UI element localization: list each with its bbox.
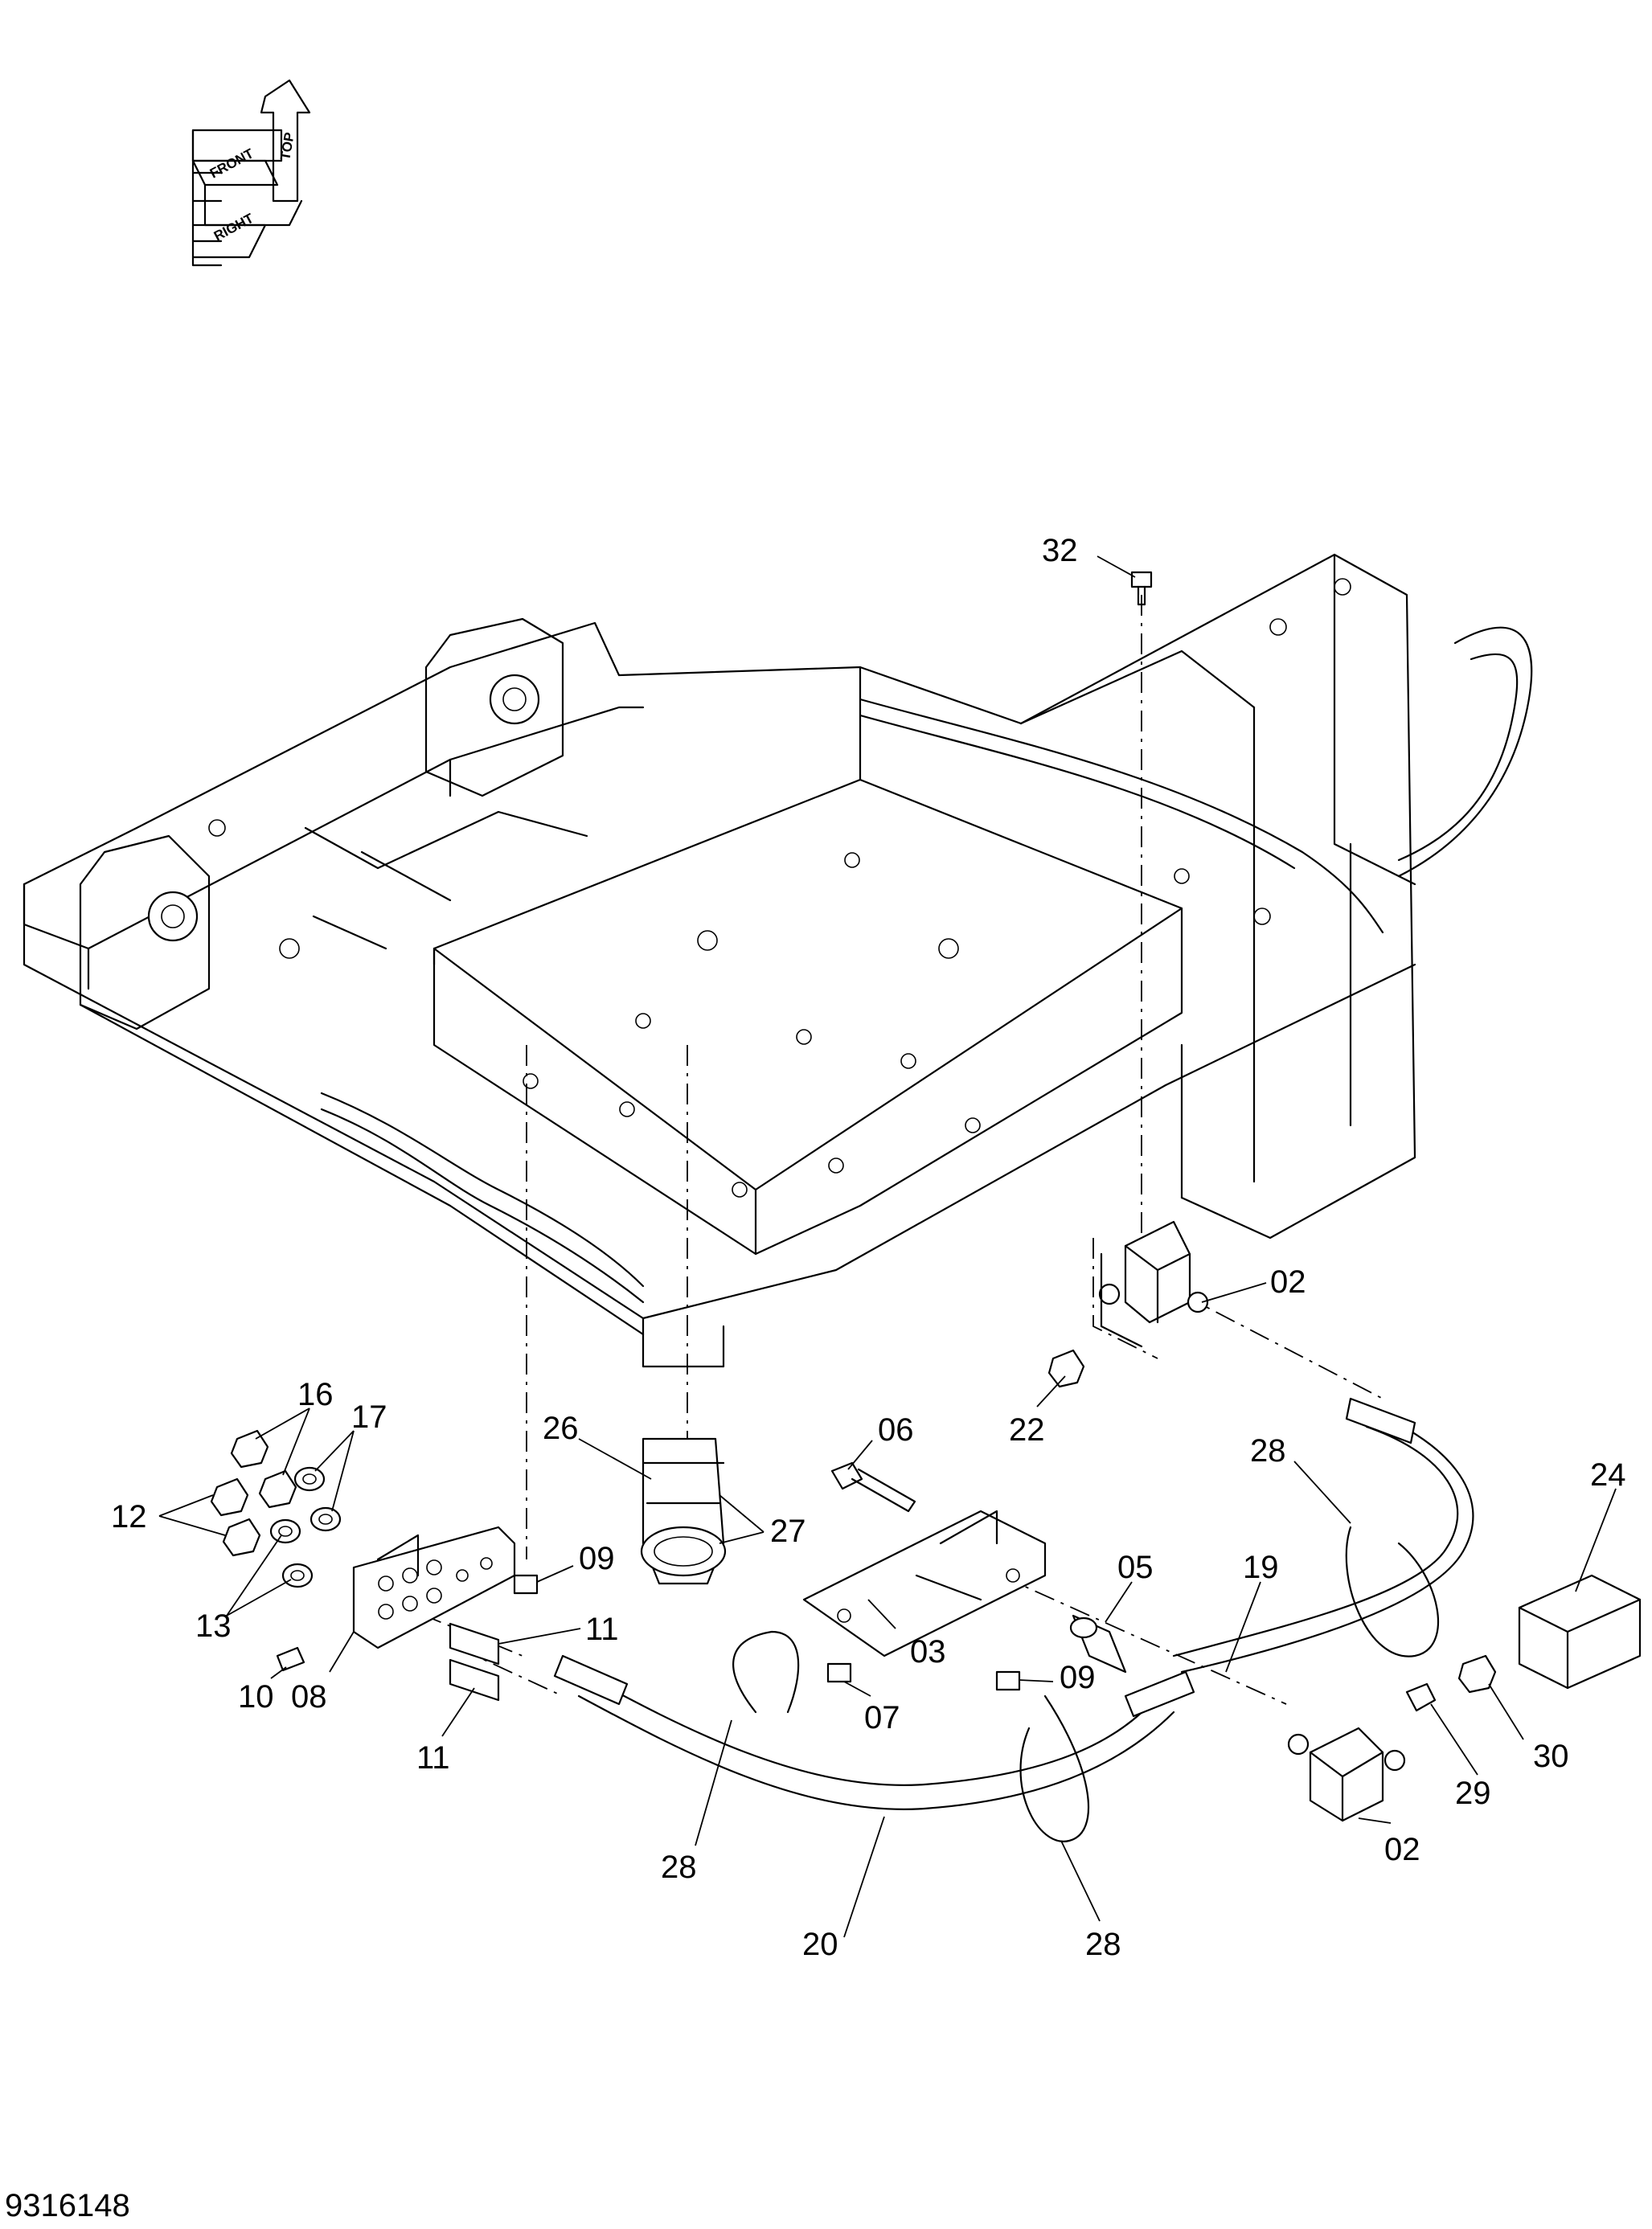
cap-30 (1457, 1654, 1497, 1694)
fittings-11 (449, 1622, 500, 1702)
assembly-lines (385, 595, 1383, 1705)
callout-09-left: 09 (579, 1541, 615, 1576)
callout-28-right: 28 (1085, 1927, 1121, 1962)
hose-20 (553, 1654, 1195, 1810)
callout-13: 13 (195, 1608, 232, 1644)
screw-10 (276, 1646, 305, 1672)
nuts-12-16 (210, 1429, 297, 1557)
valve-block-02-lower (1287, 1727, 1406, 1822)
callout-03: 03 (910, 1634, 946, 1670)
callout-32: 32 (1042, 533, 1078, 568)
fitting-29 (1405, 1682, 1437, 1712)
callout-08: 08 (291, 1679, 327, 1715)
callout-26: 26 (543, 1411, 579, 1446)
bracket-08 (352, 1526, 516, 1649)
callout-28-upper: 28 (1250, 1433, 1286, 1469)
bolt-07 (826, 1662, 852, 1683)
callout-29: 29 (1455, 1776, 1491, 1811)
hose-19 (1172, 1397, 1474, 1674)
orientation-label-right: RIGHT (211, 211, 256, 244)
drawing-number: 9316148 (5, 2188, 130, 2223)
boot-26 (640, 1437, 727, 1585)
callout-labels: 32 02 22 16 17 26 06 28 24 12 27 05 19 0… (111, 533, 1626, 1962)
callout-09-right: 09 (1060, 1660, 1096, 1695)
callout-22: 22 (1009, 1412, 1045, 1448)
callout-02-lower: 02 (1384, 1832, 1420, 1867)
orientation-label-front: FRONT (207, 145, 256, 182)
bolt-09a (513, 1574, 539, 1595)
clamp-28c (1345, 1526, 1440, 1657)
callout-24: 24 (1590, 1457, 1626, 1493)
callout-30: 30 (1533, 1739, 1569, 1774)
callout-16: 16 (297, 1377, 334, 1412)
callout-17: 17 (351, 1399, 387, 1435)
bracket-03 (802, 1510, 1047, 1657)
callout-20: 20 (802, 1927, 838, 1962)
bolt-32 (1130, 571, 1153, 606)
bolt-06 (830, 1461, 916, 1513)
block-24 (1518, 1574, 1642, 1690)
callout-11-upper: 11 (585, 1612, 619, 1647)
callout-27: 27 (770, 1514, 806, 1549)
parts (210, 571, 1642, 1842)
callout-19: 19 (1243, 1550, 1279, 1585)
bolt-09b (995, 1670, 1021, 1691)
callout-06: 06 (878, 1412, 914, 1448)
valve-block-02-upper (1098, 1220, 1209, 1348)
main-frame (23, 553, 1533, 1368)
callout-02-upper: 02 (1270, 1264, 1306, 1300)
callout-28-left: 28 (661, 1850, 697, 1885)
callout-05: 05 (1117, 1550, 1154, 1585)
callout-12: 12 (111, 1499, 147, 1534)
orientation-indicator: TOP FRONT RIGHT (191, 79, 311, 267)
nut-22 (1047, 1349, 1085, 1388)
leader-lines (158, 555, 1617, 1938)
clamp-28a (732, 1630, 800, 1714)
callout-10: 10 (238, 1679, 274, 1715)
spacer-05 (1069, 1614, 1127, 1674)
callout-11-lower: 11 (416, 1740, 450, 1776)
callout-07: 07 (864, 1700, 900, 1735)
clamp-28b (1019, 1694, 1090, 1842)
washers-13-17 (269, 1466, 342, 1588)
